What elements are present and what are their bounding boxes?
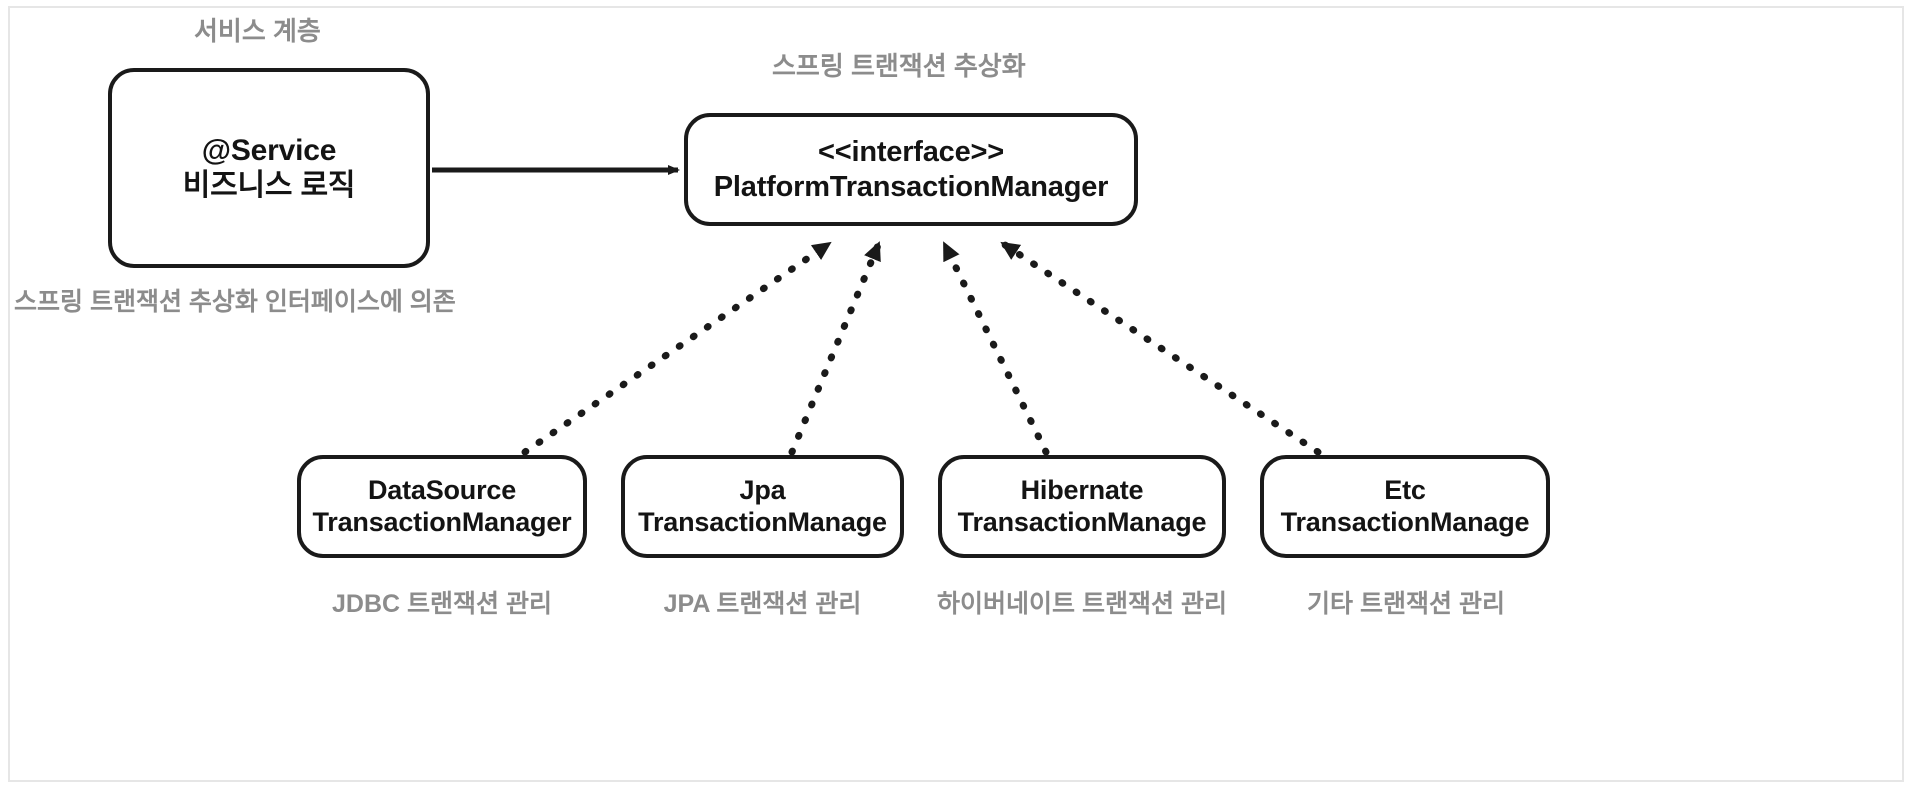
- node-impl-0-line1: DataSource: [367, 474, 517, 505]
- node-jpa-transaction-manager[interactable]: Jpa TransactionManage: [621, 455, 904, 558]
- node-etc-transaction-manager[interactable]: Etc TransactionManage: [1260, 455, 1550, 558]
- caption-service-layer: 서비스 계층: [194, 16, 321, 46]
- node-impl-1-line2: TransactionManage: [638, 506, 887, 537]
- node-service-line1: @Service: [201, 133, 337, 167]
- node-hibernate-transaction-manager[interactable]: Hibernate TransactionManage: [938, 455, 1226, 558]
- node-service[interactable]: @Service 비즈니스 로직: [108, 68, 430, 268]
- node-impl-3-line1: Etc: [1384, 474, 1426, 505]
- caption-depends-on-abstraction: 스프링 트랜잭션 추상화 인터페이스에 의존: [14, 288, 456, 316]
- node-platform-transaction-manager[interactable]: <<interface>> PlatformTransactionManager: [684, 113, 1138, 226]
- caption-spring-transaction-abstraction: 스프링 트랜잭션 추상화: [772, 51, 1026, 81]
- caption-jpa-transaction-management: JPA 트랜잭션 관리: [663, 590, 862, 618]
- node-interface-stereotype: <<interface>>: [817, 136, 1005, 169]
- caption-etc-transaction-management: 기타 트랜잭션 관리: [1307, 590, 1505, 618]
- node-impl-0-line2: TransactionManager: [312, 506, 572, 537]
- node-datasource-transaction-manager[interactable]: DataSource TransactionManager: [297, 455, 587, 558]
- node-interface-name: PlatformTransactionManager: [713, 170, 1109, 203]
- node-impl-2-line1: Hibernate: [1020, 474, 1144, 505]
- node-impl-2-line2: TransactionManage: [957, 506, 1207, 537]
- node-impl-3-line2: TransactionManage: [1280, 506, 1530, 537]
- caption-hibernate-transaction-management: 하이버네이트 트랜잭션 관리: [937, 590, 1227, 618]
- node-impl-1-line1: Jpa: [739, 474, 786, 505]
- caption-jdbc-transaction-management: JDBC 트랜잭션 관리: [332, 590, 552, 618]
- node-service-line2: 비즈니스 로직: [182, 169, 356, 202]
